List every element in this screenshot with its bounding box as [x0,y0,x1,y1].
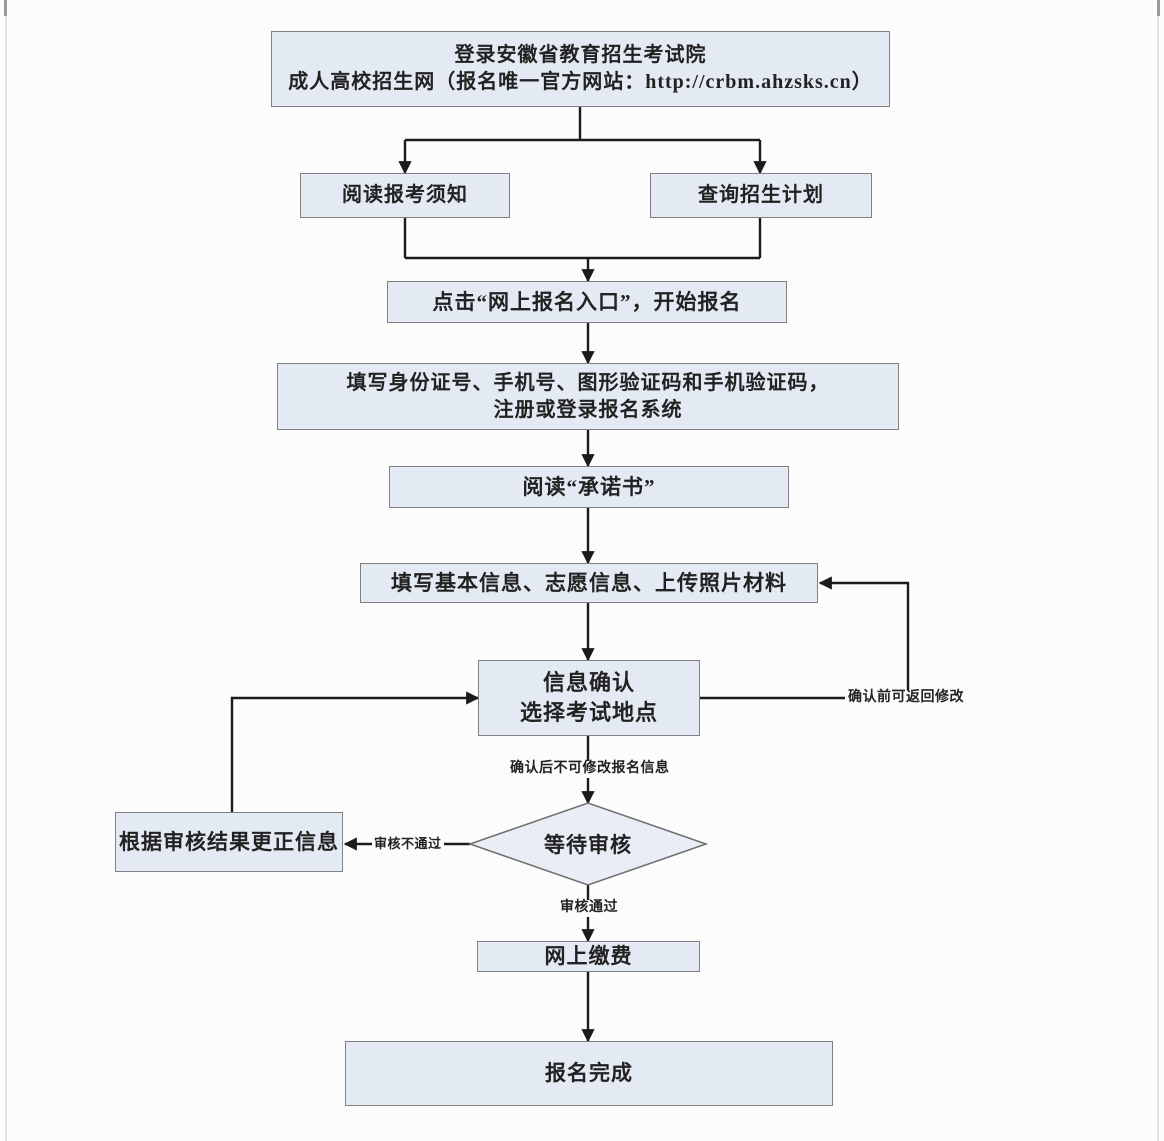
scan-edge-left [5,0,7,1141]
scan-edge-right [1157,0,1159,1141]
node-correct-info: 根据审核结果更正信息 [115,812,343,872]
node-query-plan: 查询招生计划 [650,173,872,218]
edge-label-review-pass: 审核通过 [558,900,620,917]
edge-label-after-confirm: 确认后不可修改报名信息 [508,761,672,778]
node-confirm-line1: 信息确认 [542,670,635,696]
edge-label-before-confirm: 确认前可返回修改 [846,690,966,707]
node-login-website: 登录安徽省教育招生考试院 成人高校招生网（报名唯一官方网站：http://crb… [271,31,890,107]
node-login-line1: 登录安徽省教育招生考试院 [454,44,707,66]
node-done: 报名完成 [345,1041,833,1106]
node-confirm-line2: 选择考试地点 [519,700,658,725]
node-read-promise: 阅读“承诺书” [389,466,789,508]
node-fill-info: 填写基本信息、志愿信息、上传照片材料 [360,563,818,603]
node-pay-online: 网上缴费 [477,941,700,972]
node-wait-review-label: 等待审核 [544,833,632,857]
arrow-correct-to-confirm [230,691,480,812]
node-register: 填写身份证号、手机号、图形验证码和手机验证码， 注册或登录报名系统 [277,363,899,430]
edge-label-review-fail: 审核不通过 [372,836,444,852]
node-confirm: 信息确认 选择考试地点 [478,660,700,736]
node-read-notice: 阅读报考须知 [300,173,510,218]
arrow-return-to-fill-info [818,576,910,690]
node-login-line2: 成人高校招生网（报名唯一官方网站：http://crbm.ahzsks.cn） [288,71,873,93]
node-register-line1: 填写身份证号、手机号、图形验证码和手机验证码， [346,371,830,394]
scan-corner-top-right [1157,0,1160,16]
decision-diamond-wait-review [467,802,709,886]
node-register-line2: 注册或登录报名系统 [493,398,683,421]
node-click-entry: 点击“网上报名入口”，开始报名 [387,281,787,323]
scan-corner-top-left [4,0,7,16]
